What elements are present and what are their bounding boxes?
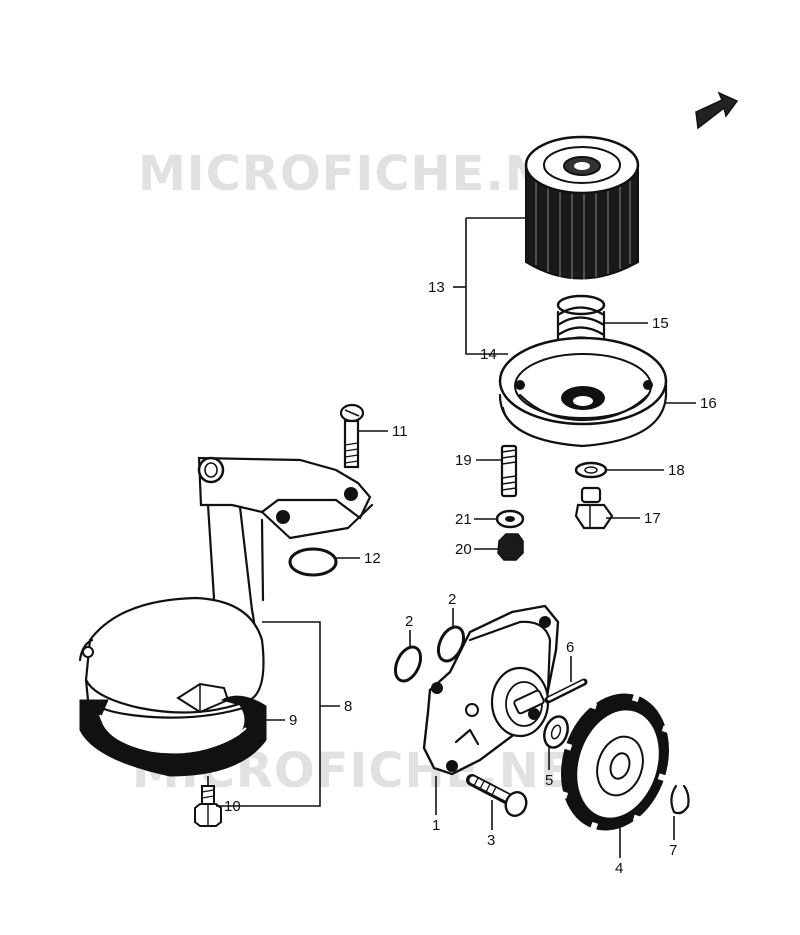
callout-20: 20 <box>455 541 472 558</box>
filter-cap <box>498 336 668 448</box>
washer-21 <box>495 509 525 529</box>
callout-16: 16 <box>700 395 717 412</box>
oil-strainer <box>78 456 374 719</box>
callout-10: 10 <box>224 798 241 815</box>
callout-1: 1 <box>432 817 440 834</box>
callout-5: 5 <box>545 772 553 789</box>
callout-2-right: 2 <box>448 591 456 608</box>
callout-14: 14 <box>480 346 497 363</box>
callout-12: 12 <box>364 550 381 567</box>
pin-6 <box>544 678 588 704</box>
nut-20 <box>497 533 524 561</box>
direction-arrow-icon <box>695 91 739 130</box>
callout-7: 7 <box>669 842 677 859</box>
pump-gear <box>560 692 670 832</box>
callout-6: 6 <box>566 639 574 656</box>
callout-21: 21 <box>455 511 472 528</box>
o-ring-12 <box>288 547 338 577</box>
strainer-gasket <box>79 695 267 777</box>
o-ring-2-left <box>393 645 423 683</box>
callout-13: 13 <box>428 279 445 296</box>
callout-11: 11 <box>392 423 408 440</box>
washer-5 <box>543 715 569 749</box>
circlip-7 <box>670 784 690 815</box>
callout-3: 3 <box>487 832 495 849</box>
callout-9: 9 <box>289 712 297 729</box>
stud-19 <box>500 444 518 498</box>
callout-19: 19 <box>455 452 472 469</box>
callout-15: 15 <box>652 315 669 332</box>
callout-18: 18 <box>668 462 685 479</box>
callout-2-left: 2 <box>405 613 413 630</box>
callout-labels: 13 14 15 16 18 17 19 21 20 11 12 8 9 10 … <box>224 279 717 877</box>
callout-4: 4 <box>615 860 623 877</box>
bolt-3 <box>466 774 528 817</box>
bolt-11 <box>339 403 365 469</box>
washer-18 <box>574 461 608 479</box>
callout-17: 17 <box>644 510 661 527</box>
oil-filter-cartridge <box>524 135 640 280</box>
callout-8: 8 <box>344 698 352 715</box>
bolt-10 <box>194 785 222 827</box>
leader-lines <box>207 217 696 858</box>
plug-bolt-17 <box>574 486 614 530</box>
